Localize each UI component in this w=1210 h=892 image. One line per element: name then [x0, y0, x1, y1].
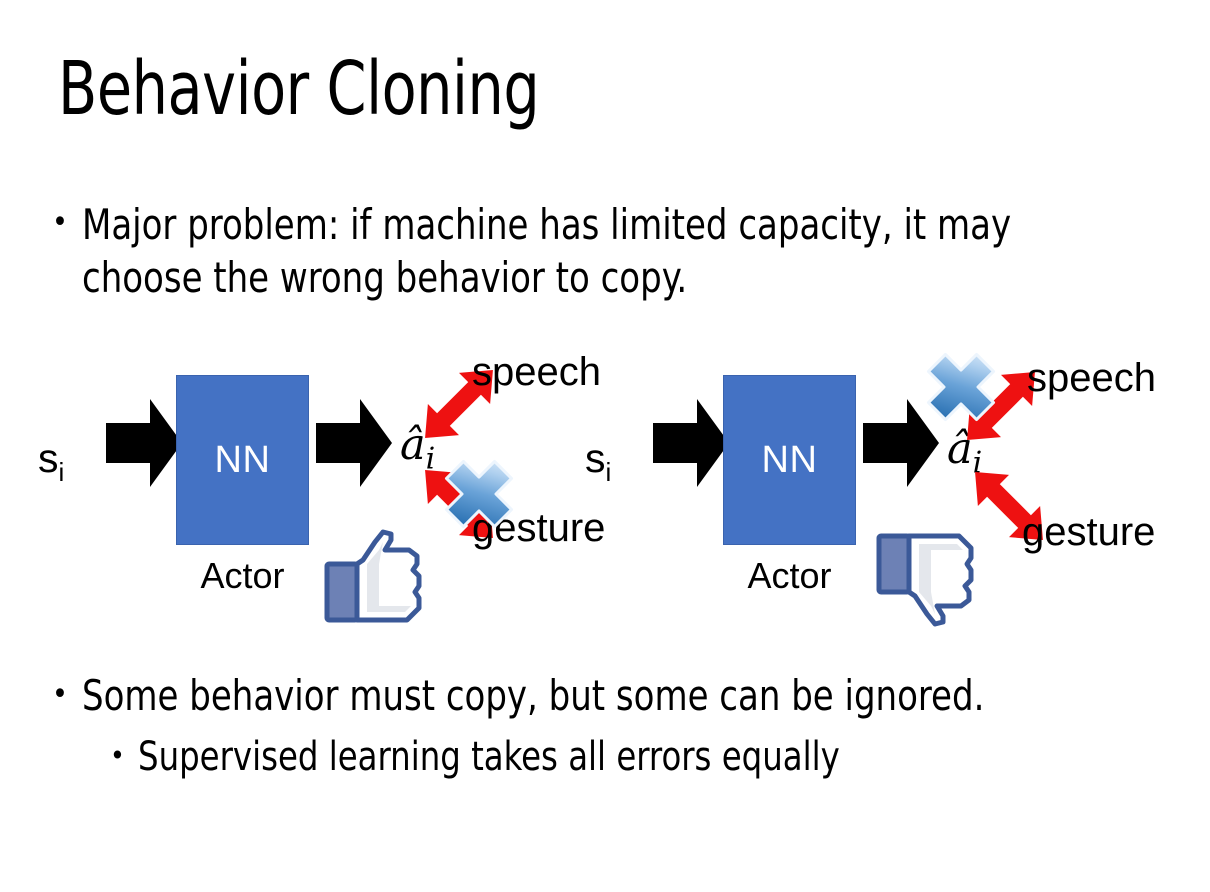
branch-arrow-speech-left	[403, 348, 515, 460]
actor-caption-left: Actor	[200, 555, 285, 596]
state-subscript: i	[58, 457, 65, 488]
bullet-bottom-secondary: • Supervised learning takes all errors e…	[110, 732, 1170, 782]
bullet-bottom-primary-text: Some behavior must copy, but some can be…	[81, 671, 985, 720]
nn-box-left: NN	[176, 375, 309, 545]
state-symbol: s	[585, 435, 606, 481]
nn-label: NN	[761, 438, 818, 481]
branch-arrow-gesture-right	[953, 450, 1065, 562]
output-label-gesture-right: gesture	[1022, 510, 1156, 554]
input-arrow-icon	[653, 397, 729, 489]
thumbs-down-icon	[875, 528, 979, 628]
input-arrow-icon	[106, 397, 182, 489]
state-symbol: s	[38, 435, 59, 481]
cross-out-speech-icon	[922, 348, 1000, 426]
branch-arrow-speech-right	[945, 350, 1057, 462]
page-title: Behavior Cloning	[58, 46, 540, 132]
bullet-marker: •	[52, 677, 68, 712]
nn-box-right: NN	[723, 375, 856, 545]
bullet-marker: •	[52, 205, 68, 240]
state-label-left: si	[38, 435, 64, 486]
output-label-speech-right: speech	[1027, 356, 1156, 400]
bullet-top: • Major problem: if machine has limited …	[52, 198, 1142, 304]
cross-out-gesture-icon	[440, 455, 518, 533]
actor-caption-right: Actor	[747, 555, 832, 596]
action-label-left: âi	[400, 424, 435, 475]
output-arrow-icon	[316, 397, 392, 489]
action-subscript: i	[425, 441, 436, 477]
action-subscript: i	[972, 445, 983, 481]
state-label-right: si	[585, 435, 611, 486]
action-symbol: â	[400, 420, 426, 470]
bullet-marker: •	[110, 739, 125, 772]
state-subscript: i	[605, 457, 612, 488]
diagram-left: si NN Actor âi	[10, 340, 605, 640]
bullet-top-text: Major problem: if machine has limited ca…	[81, 200, 1012, 302]
output-arrow-icon	[863, 397, 939, 489]
nn-label: NN	[214, 438, 271, 481]
diagram-right: si NN Actor âi	[565, 340, 1156, 640]
bullet-bottom-secondary-text: Supervised learning takes all errors equ…	[137, 734, 840, 780]
thumbs-up-icon	[323, 528, 427, 628]
output-label-speech-left: speech	[472, 350, 601, 394]
bullet-bottom-primary: • Some behavior must copy, but some can …	[52, 670, 1182, 722]
